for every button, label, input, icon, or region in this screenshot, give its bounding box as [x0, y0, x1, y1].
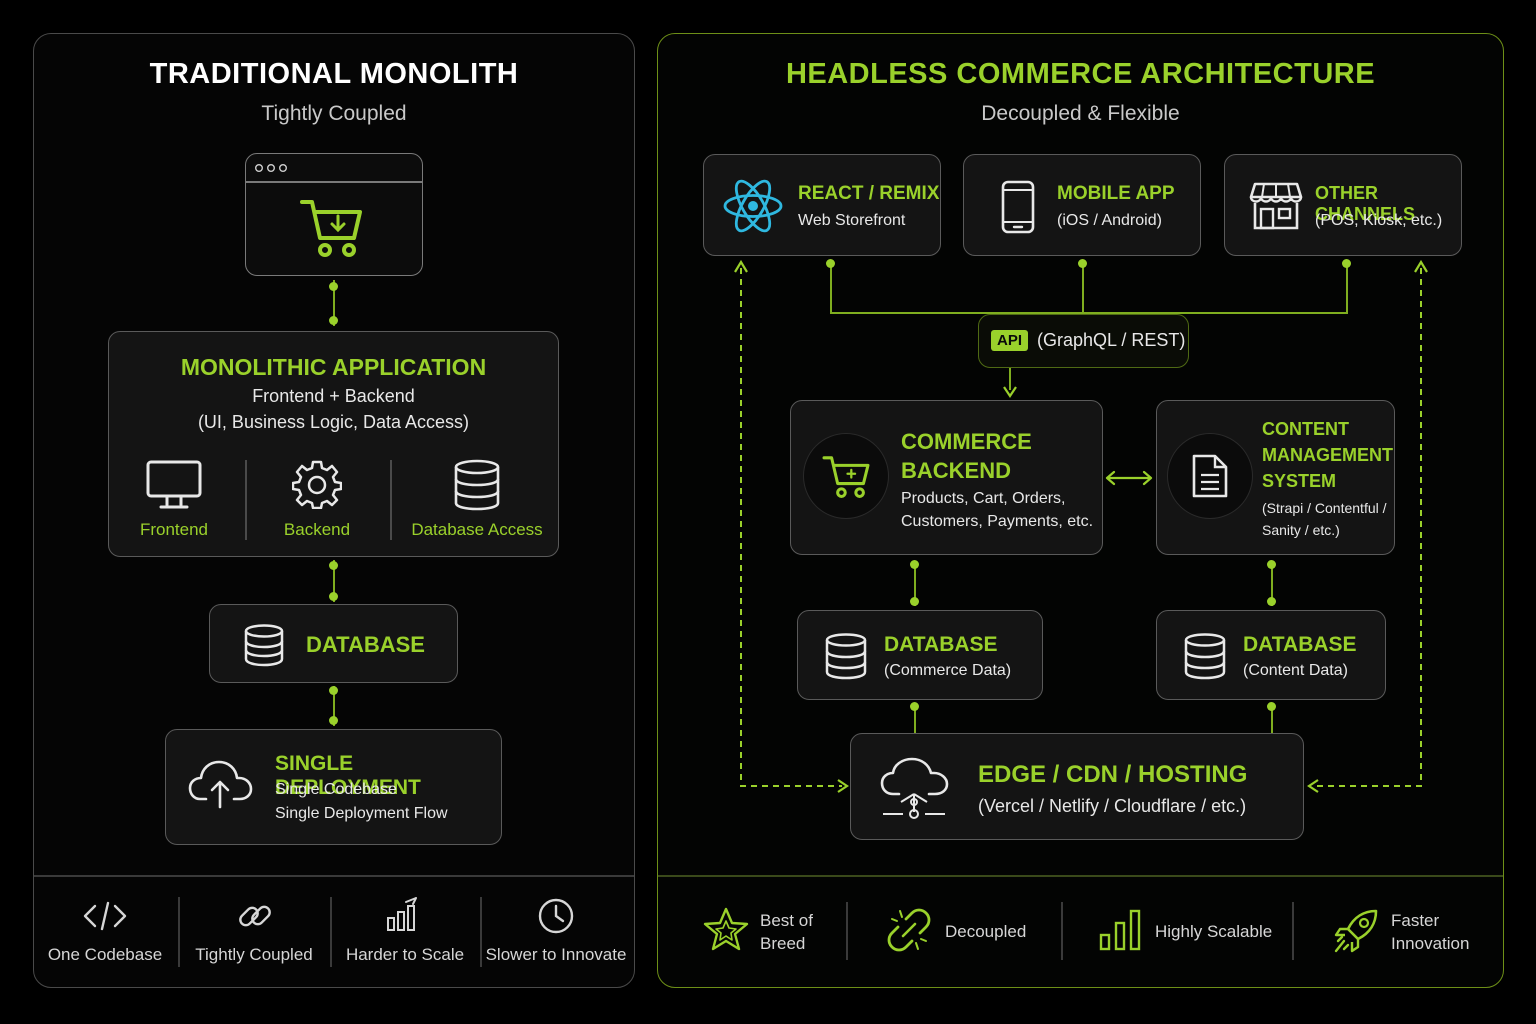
content-database-box: DATABASE (Content Data) [1156, 610, 1386, 700]
footer-highly-scalable: Highly Scalable [1155, 922, 1273, 941]
star-icon [703, 907, 749, 951]
headless-title: HEADLESS COMMERCE ARCHITECTURE [785, 58, 1376, 90]
rocket-icon [1334, 909, 1378, 953]
monolith-database-box: DATABASE [209, 604, 458, 683]
window-dots-icon [255, 164, 288, 172]
document-icon [1192, 454, 1228, 498]
commerce-backend-line2: Customers, Payments, etc. [901, 513, 1094, 530]
edge-cdn-hosting-box: EDGE / CDN / HOSTING (Vercel / Netlify /… [850, 733, 1304, 840]
single-deployment-box: SINGLE DEPLOYMENT Single Codebase Single… [165, 729, 502, 845]
api-label: (GraphQL / REST) [1037, 330, 1186, 350]
database-icon [825, 633, 867, 680]
bidirectional-arrow-icon [1105, 470, 1153, 486]
cms-title2: MANAGEMENT [1262, 445, 1393, 465]
monolithic-app-title: MONOLITHIC APPLICATION [180, 354, 487, 380]
content-database-sub: (Content Data) [1243, 662, 1348, 679]
phone-icon [1001, 180, 1035, 234]
monolith-title: TRADITIONAL MONOLITH [149, 58, 519, 90]
mobile-app-box: MOBILE APP (iOS / Android) [963, 154, 1201, 256]
footer-harder-to-scale: Harder to Scale [345, 945, 465, 964]
code-icon [83, 901, 127, 931]
footer-slower-to-innovate: Slower to Innovate [485, 945, 627, 964]
browser-window [245, 153, 423, 276]
bar-chart-icon [387, 897, 417, 931]
database-icon [244, 624, 284, 667]
broken-link-icon [887, 908, 931, 952]
footer-best-of-breed-line1: Best of [760, 911, 813, 930]
api-box: API (GraphQL / REST) [978, 314, 1189, 368]
footer-decoupled: Decoupled [945, 922, 1027, 941]
footer-one-codebase: One Codebase [47, 945, 163, 964]
single-deployment-title: SINGLE DEPLOYMENT [275, 752, 421, 799]
react-icon [723, 179, 783, 233]
edge-cdn-title: EDGE / CDN / HOSTING [978, 761, 1248, 788]
footer-best-of-breed-line2: Breed [760, 934, 806, 953]
cms-title3: SYSTEM [1262, 471, 1337, 491]
other-channels-sub: (POS, Kiosk, etc.) [1315, 212, 1443, 229]
other-channels-title: OTHER CHANNELS [1315, 183, 1416, 224]
commerce-backend-title2: BACKEND [901, 458, 1011, 483]
content-database-title: DATABASE [1243, 633, 1357, 656]
single-deployment-line2: Single Deployment Flow [275, 805, 448, 822]
frontend-label: Frontend [139, 520, 209, 539]
bar-chart-icon [1099, 909, 1141, 951]
cloud-network-icon [880, 757, 949, 819]
footer-tightly-coupled: Tightly Coupled [195, 945, 313, 964]
dashed-connector-left [734, 259, 849, 793]
cms-box: CONTENT MANAGEMENT SYSTEM (Strapi / Cont… [1156, 400, 1395, 555]
arrow-down-icon [1003, 386, 1017, 398]
commerce-database-box: DATABASE (Commerce Data) [797, 610, 1043, 700]
mobile-app-sub: (iOS / Android) [1057, 212, 1162, 229]
shopping-cart-icon [822, 456, 870, 498]
commerce-backend-line1: Products, Cart, Orders, [901, 490, 1066, 507]
database-icon [1184, 633, 1226, 680]
cms-line2: Sanity / etc.) [1262, 522, 1340, 538]
commerce-database-sub: (Commerce Data) [884, 662, 1012, 679]
commerce-database-title: DATABASE [884, 633, 998, 656]
cloud-upload-icon [188, 760, 253, 809]
gear-icon [292, 460, 342, 509]
monolithic-app-line1: Frontend + Backend [252, 386, 415, 406]
shopping-cart-icon [300, 200, 362, 257]
database-icon [454, 459, 500, 511]
cms-title1: CONTENT [1262, 419, 1349, 439]
commerce-backend-title1: COMMERCE [901, 429, 1032, 454]
store-icon [1249, 182, 1303, 230]
footer-faster-innovation-line1: Faster [1391, 911, 1440, 930]
backend-label: Backend [283, 520, 351, 539]
monitor-icon [146, 460, 202, 509]
react-remix-title: REACT / REMIX [798, 183, 940, 204]
cms-line1: (Strapi / Contentful / [1262, 500, 1387, 516]
other-channels-box: OTHER CHANNELS (POS, Kiosk, etc.) [1224, 154, 1462, 256]
react-remix-box: REACT / REMIX Web Storefront [703, 154, 941, 256]
database-access-label: Database Access [411, 520, 543, 539]
api-badge: API [991, 330, 1029, 351]
clock-icon [538, 898, 574, 934]
link-icon [239, 905, 271, 927]
single-deployment-line1: Single Codebase [275, 781, 397, 798]
react-remix-sub: Web Storefront [798, 212, 906, 229]
monolithic-application-box: MONOLITHIC APPLICATION Frontend + Backen… [108, 331, 559, 557]
dashed-connector-right [1307, 259, 1428, 793]
headless-subtitle: Decoupled & Flexible [981, 102, 1180, 125]
commerce-backend-box: COMMERCE BACKEND Products, Cart, Orders,… [790, 400, 1103, 555]
footer-faster-innovation-line2: Innovation [1391, 934, 1470, 953]
mobile-app-title: MOBILE APP [1057, 183, 1175, 204]
edge-cdn-sub: (Vercel / Netlify / Cloudflare / etc.) [978, 796, 1247, 816]
monolith-database-title: DATABASE [306, 632, 425, 657]
monolithic-app-line2: (UI, Business Logic, Data Access) [197, 412, 470, 432]
monolith-subtitle: Tightly Coupled [261, 102, 407, 125]
